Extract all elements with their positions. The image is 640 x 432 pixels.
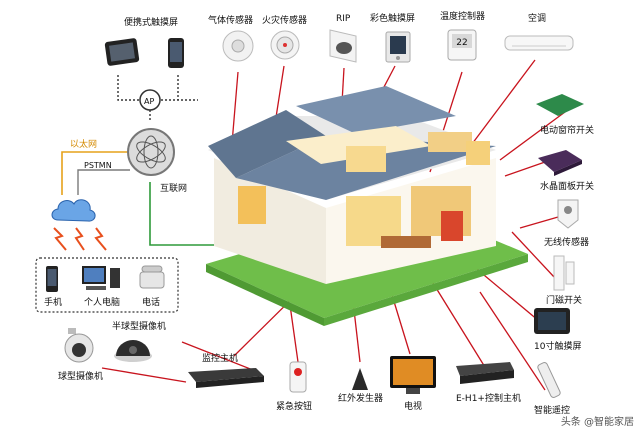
label-wireless-sensor: 无线传感器	[544, 238, 590, 248]
label-half-dome-camera: 半球型摄像机	[112, 322, 167, 332]
monitor-host-icon	[188, 368, 264, 388]
label-touchscreen-10in: 10寸触摸屏	[534, 342, 582, 352]
signal-icon	[53, 227, 107, 251]
phone-icon	[46, 266, 58, 292]
label-air-conditioner: 空调	[528, 14, 547, 24]
label-ap: AP	[144, 97, 155, 106]
smartphone-icon	[168, 38, 184, 68]
label-dome-camera: 球型摄像机	[58, 372, 104, 382]
smoke-detector-icon	[270, 30, 300, 60]
label-pstmn: PSTMN	[84, 161, 112, 170]
pir-sensor-icon	[329, 29, 357, 63]
computer-icon	[82, 266, 120, 290]
label-telephone: 电话	[142, 298, 161, 308]
ir-emitter-icon	[352, 368, 368, 390]
label-mobile-phone: 手机	[44, 298, 63, 308]
cloud-icon	[51, 199, 96, 222]
dome-camera-icon	[64, 328, 94, 363]
label-color-touchscreen: 彩色触摸屏	[370, 14, 416, 24]
crystal-panel-icon	[538, 150, 582, 176]
remote-control-icon	[537, 362, 561, 398]
control-host-icon	[456, 362, 514, 384]
label-temp-controller: 温度控制器	[440, 12, 486, 22]
gas-sensor-icon	[222, 30, 254, 62]
label-smart-remote: 智能遥控	[534, 406, 571, 416]
label-curtain-switch: 电动窗帘开关	[540, 126, 595, 136]
label-eh1-host: E-H1+控制主机	[456, 394, 521, 404]
thermostat-icon: 22	[447, 29, 477, 61]
label-monitor-host: 监控主机	[202, 354, 239, 364]
color-touchscreen-icon	[385, 31, 411, 63]
label-gas-sensor: 气体传感器	[208, 16, 254, 26]
touchscreen-10in-icon	[534, 308, 570, 334]
door-sensor-icon	[553, 255, 575, 291]
label-internet: 互联网	[160, 184, 188, 194]
thermostat-reading: 22	[456, 38, 467, 48]
tv-icon	[390, 356, 436, 394]
label-door-sensor: 门磁开关	[546, 296, 583, 306]
ap-icon	[139, 89, 161, 111]
air-conditioner-icon	[504, 35, 574, 51]
pstn-line	[77, 169, 130, 195]
half-dome-camera-icon	[114, 340, 152, 362]
label-ethernet: 以太网	[70, 140, 98, 150]
ethernet-line	[61, 151, 130, 195]
emergency-button-icon	[289, 361, 307, 393]
label-rip: RIP	[336, 14, 351, 24]
label-tv: 电视	[404, 402, 423, 412]
label-crystal-panel-switch: 水晶面板开关	[540, 182, 595, 192]
label-ir-emitter: 红外发生器	[338, 394, 384, 404]
label-fire-sensor: 火灾传感器	[262, 16, 308, 26]
curtain-switch-icon	[536, 94, 584, 116]
house-illustration	[206, 86, 528, 326]
label-emergency-button: 紧急按钮	[276, 402, 313, 412]
internet-globe-icon	[127, 128, 175, 176]
tablet-icon	[104, 38, 140, 66]
watermark: 头条 @智能家居	[560, 417, 634, 428]
label-portable-touchscreen: 便携式触摸屏	[124, 18, 179, 28]
telephone-icon	[139, 265, 165, 289]
label-personal-computer: 个人电脑	[84, 298, 121, 308]
wireless-sensor-icon	[557, 199, 579, 229]
